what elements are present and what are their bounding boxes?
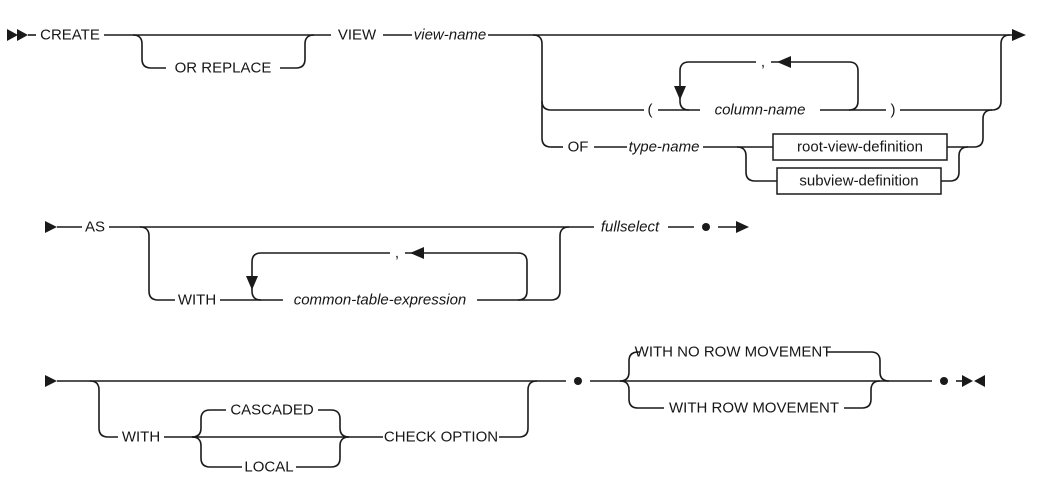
rail-curve: [132, 34, 166, 69]
row-start-icon: [45, 221, 57, 233]
rail-curve: [191, 409, 226, 438]
cascaded-option: CASCADED: [191, 402, 350, 438]
rail-curve: [736, 146, 777, 182]
rail-curve: [941, 146, 969, 182]
variable-column-name: column-name: [715, 102, 806, 119]
row-start-icon: [45, 375, 57, 387]
rail-curve: [619, 380, 664, 409]
rail-curve: [89, 380, 118, 438]
column-name-repeat-loop: ,: [674, 54, 859, 111]
rail-curve: [499, 380, 538, 438]
keyword-check-option: CHECK OPTION: [384, 429, 498, 446]
fragment-subview-definition[interactable]: subview-definition: [776, 167, 942, 195]
keyword-as: AS: [85, 219, 105, 236]
variable-type-name: type-name: [629, 139, 700, 156]
separator-bullet-icon: [702, 223, 710, 231]
rail-curve: [251, 252, 390, 301]
open-paren: (: [648, 102, 653, 119]
separator-bullet-icon: [940, 377, 948, 385]
rail-curve: [191, 436, 242, 468]
separator-bullet-icon: [574, 377, 582, 385]
close-paren: ): [891, 102, 896, 119]
keyword-with-row-movement: WITH ROW MOVEMENT: [669, 400, 839, 417]
keyword-with-check: WITH: [122, 429, 160, 446]
column-list-branch: ( column-name ) ,: [551, 34, 1011, 119]
cte-branch: WITH common-table-expression ,: [139, 226, 570, 309]
keyword-local: LOCAL: [244, 459, 293, 476]
continue-arrow-icon: [1012, 29, 1026, 41]
continue-arrow-icon: [736, 221, 749, 233]
row-3: WITH CHECK OPTION CASCADED LOCAL WITH: [45, 344, 985, 476]
rail-curve: [296, 436, 350, 468]
row-2: AS fullselect WITH common-table-expressi…: [45, 219, 749, 309]
row-movement-choice: WITH NO ROW MOVEMENT WITH ROW MOVEMENT: [619, 344, 890, 417]
fragment-subview-definition-label[interactable]: subview-definition: [799, 173, 918, 190]
rail-curve: [318, 409, 350, 438]
keyword-view: VIEW: [338, 27, 377, 44]
rail-curve: [532, 34, 552, 148]
statement-start-icon: [7, 29, 18, 41]
rail-curve: [826, 351, 890, 382]
loop-down-arrow-icon: [674, 86, 686, 100]
keyword-of: OF: [568, 139, 589, 156]
rail-curve: [991, 34, 1011, 111]
fragment-root-view-definition-label[interactable]: root-view-definition: [797, 139, 923, 156]
keyword-cascaded: CASCADED: [230, 402, 314, 419]
rail-curve: [973, 109, 993, 148]
local-option: LOCAL: [191, 436, 350, 476]
or-replace-branch: OR REPLACE: [132, 34, 315, 77]
keyword-or-replace: OR REPLACE: [175, 60, 272, 77]
row-1: CREATE VIEW view-name OR REPLACE ( colum…: [7, 27, 1026, 195]
statement-end-icon: [962, 375, 973, 387]
variable-common-table-expression: common-table-expression: [294, 292, 467, 309]
loop-comma: ,: [761, 54, 765, 71]
variable-fullselect: fullselect: [601, 219, 660, 236]
keyword-with-no-row-movement: WITH NO ROW MOVEMENT: [635, 344, 832, 361]
fragment-box[interactable]: [772, 133, 948, 161]
with-no-row-movement-option: WITH NO ROW MOVEMENT: [619, 344, 890, 382]
rail-curve: [771, 61, 859, 111]
rail-curve: [405, 252, 528, 301]
loop-left-arrow-icon: [410, 247, 424, 259]
check-option-branch: WITH CHECK OPTION CASCADED LOCAL: [89, 380, 538, 476]
rail-curve: [541, 100, 552, 111]
loop-comma: ,: [395, 245, 399, 262]
of-type-branch: OF type-name root-view-definition subvie…: [551, 109, 993, 195]
rail-curve: [679, 61, 756, 111]
rail-curve: [619, 351, 640, 382]
fragment-root-view-definition[interactable]: root-view-definition: [772, 133, 948, 161]
loop-down-arrow-icon: [246, 276, 258, 290]
statement-start-icon: [17, 29, 28, 41]
cte-repeat-loop: ,: [246, 245, 528, 301]
fragment-box[interactable]: [776, 167, 942, 195]
keyword-create: CREATE: [40, 27, 100, 44]
statement-end-icon: [974, 375, 985, 387]
keyword-with-cte: WITH: [178, 292, 216, 309]
rail-curve: [550, 226, 570, 301]
variable-view-name: view-name: [414, 27, 487, 44]
loop-left-arrow-icon: [777, 56, 791, 68]
with-row-movement-option: WITH ROW MOVEMENT: [619, 380, 881, 417]
rail-curve: [280, 34, 315, 69]
rail-curve: [139, 226, 175, 301]
rail-curve: [844, 380, 881, 409]
